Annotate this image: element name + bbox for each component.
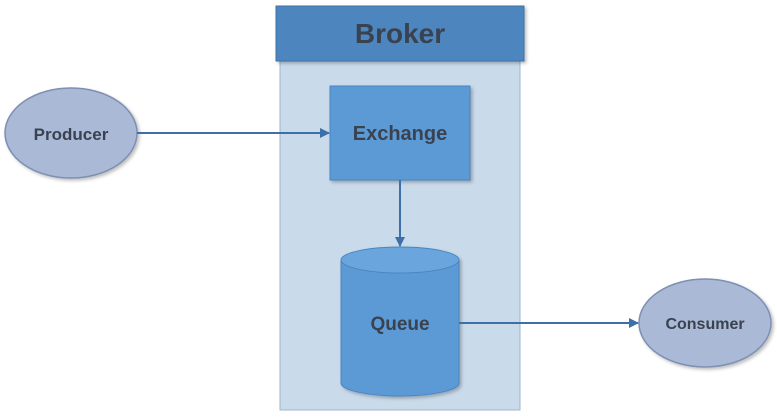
- broker-title: Broker: [355, 18, 445, 49]
- broker-header: [275, 5, 525, 62]
- consumer-label: Consumer: [665, 316, 744, 333]
- queue-node: Queue: [340, 246, 460, 397]
- consumer-node: Consumer: [638, 278, 772, 368]
- exchange-node: Exchange: [329, 85, 471, 181]
- exchange-label: Exchange: [353, 123, 447, 145]
- exchange-box: [329, 85, 471, 181]
- producer-node: Producer: [4, 87, 138, 179]
- queue-cylinder-top: [340, 246, 460, 274]
- queue-label: Queue: [370, 314, 429, 335]
- queue-cylinder-body: [340, 259, 460, 397]
- consumer-ellipse: [638, 278, 772, 368]
- producer-label: Producer: [34, 125, 109, 144]
